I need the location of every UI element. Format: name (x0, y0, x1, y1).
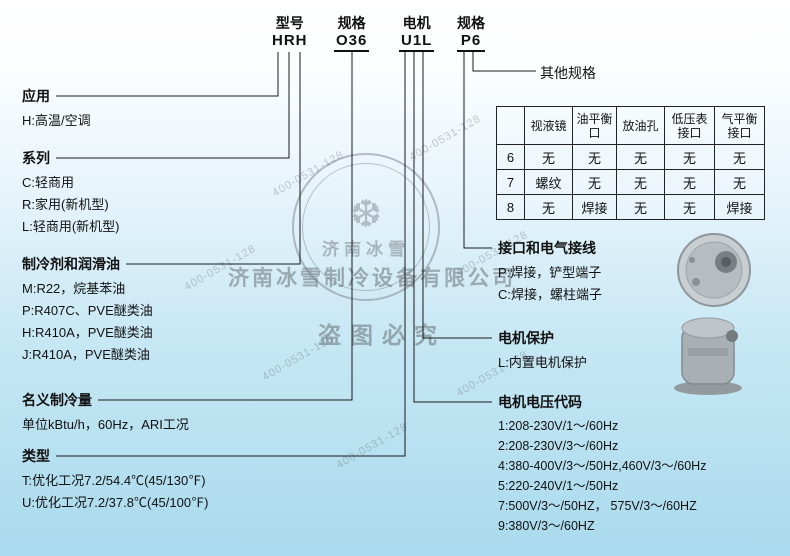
section-type: 类型 T:优化工况7.2/54.4℃(45/130℉) U:优化工况7.2/37… (22, 448, 208, 514)
section-item: 2:208-230V/3～/60Hz (498, 439, 619, 453)
leader-connection (463, 52, 492, 249)
section-item: P:焊接，铲型端子 (498, 265, 602, 280)
spec-cell: 无 (664, 144, 715, 170)
company-watermark: 济南冰雪制冷设备有限公司 (228, 267, 516, 290)
spec-row-code: 7 (496, 169, 525, 195)
code-label: 型号 (275, 15, 304, 31)
section-item: P:R407C、PVE醚类油 (22, 303, 153, 318)
section-item: 9:380V/3～/60HZ (498, 519, 595, 533)
section-refrigerant: 制冷剂和润滑油 M:R22，烷基苯油 P:R407C、PVE醚类油 H:R410… (22, 256, 153, 366)
spec-col-header (496, 106, 525, 145)
section-title: 接口和电气接线 (498, 240, 596, 256)
section-item: M:R22，烷基苯油 (22, 281, 126, 296)
code-value: U1L (399, 32, 435, 52)
section-title: 名义制冷量 (22, 392, 92, 408)
spec-cell: 焊接 (714, 194, 765, 220)
section-capacity: 名义制冷量 单位kBtu/h，60Hz，ARI工况 (22, 392, 189, 436)
section-title: 应用 (22, 88, 50, 104)
code-group-spec2: 规格 P6 (457, 15, 485, 52)
spec-cell: 无 (616, 169, 665, 195)
spec-cell: 无 (664, 169, 715, 195)
code-value: O36 (334, 32, 370, 52)
section-item: C:轻商用 (22, 175, 75, 190)
spec-table-row: 6 无 无 无 无 无 (496, 144, 765, 170)
section-series: 系列 C:轻商用 R:家用(新机型) L:轻商用(新机型) (22, 150, 120, 238)
spec-cell: 无 (616, 194, 665, 220)
section-title: 类型 (22, 448, 50, 464)
spec-cell: 无 (714, 169, 765, 195)
section-item: 4:380-400V/3～/50Hz,460V/3～/60Hz (498, 459, 707, 473)
phone-watermark: 400-0531-128 (407, 112, 484, 164)
code-value: HRH (272, 32, 308, 49)
section-item: L:内置电机保护 (498, 355, 587, 370)
section-connection: 接口和电气接线 P:焊接，铲型端子 C:焊接，螺柱端子 (498, 240, 602, 306)
code-label: 规格 (337, 15, 366, 31)
spec-row-code: 8 (496, 194, 525, 220)
code-label: 规格 (457, 15, 485, 31)
code-group-spec1: 规格 O36 (334, 15, 370, 52)
code-label: 电机 (402, 15, 431, 31)
section-title: 电机保护 (498, 330, 554, 346)
section-item: 5:220-240V/1～/50Hz (498, 479, 619, 493)
spec-cell: 无 (714, 144, 765, 170)
leader-other-spec (472, 52, 536, 72)
spec-cell: 无 (616, 144, 665, 170)
section-item: T:优化工况7.2/54.4℃(45/130℉) (22, 473, 206, 488)
section-item: H:R410A，PVE醚类油 (22, 325, 153, 340)
stamp-text: 济南冰雪 (322, 239, 410, 259)
section-item: R:家用(新机型) (22, 197, 109, 212)
spec-table-header-row: 视液镜 油平衡口 放油孔 低压表接口 气平衡接口 (496, 106, 765, 145)
section-item: 7:500V/3～/50HZ， 575V/3～/60HZ (498, 499, 697, 513)
spec-row-code: 6 (496, 144, 525, 170)
spec-col-header: 低压表接口 (664, 106, 715, 145)
section-item: 单位kBtu/h，60Hz，ARI工况 (22, 417, 189, 432)
spec-col-header: 放油孔 (616, 106, 665, 145)
other-spec-label: 其他规格 (540, 65, 596, 81)
other-spec-table: 视液镜 油平衡口 放油孔 低压表接口 气平衡接口 6 无 无 无 无 无 7 螺… (496, 106, 765, 220)
spec-table-row: 8 无 焊接 无 无 焊接 (496, 194, 765, 220)
spec-cell: 无 (664, 194, 715, 220)
section-item: L:轻商用(新机型) (22, 219, 120, 234)
spec-col-header: 气平衡接口 (714, 106, 765, 145)
code-group-model: 型号 HRH (270, 15, 310, 50)
section-item: H:高温/空调 (22, 113, 91, 128)
section-title: 制冷剂和润滑油 (22, 256, 120, 272)
spec-cell: 无 (524, 194, 573, 220)
compressor-photo (674, 233, 751, 395)
snowflake-icon: ❆ (350, 193, 382, 236)
section-item: J:R410A，PVE醚类油 (22, 347, 150, 362)
spec-cell: 无 (572, 169, 617, 195)
section-title: 电机电压代码 (498, 394, 582, 410)
section-application: 应用 H:高温/空调 (22, 88, 91, 132)
phone-watermark: 400-0531-128 (334, 420, 411, 472)
code-group-motor: 电机 U1L (399, 15, 435, 52)
leader-protection (422, 52, 492, 339)
leader-refrigerant (126, 52, 301, 265)
section-voltage: 电机电压代码 1:208-230V/1～/60Hz 2:208-230V/3～/… (498, 394, 706, 536)
section-item: C:焊接，螺柱端子 (498, 287, 603, 302)
spec-cell: 无 (524, 144, 573, 170)
warning-watermark: 盗图必究 (318, 322, 446, 348)
section-item: U:优化工况7.2/37.8℃(45/100℉) (22, 495, 209, 510)
spec-col-header: 油平衡口 (572, 106, 617, 145)
spec-cell: 焊接 (572, 194, 617, 220)
spec-cell: 螺纹 (524, 169, 573, 195)
section-protection: 电机保护 L:内置电机保护 (498, 330, 587, 374)
code-value: P6 (457, 32, 485, 52)
spec-cell: 无 (572, 144, 617, 170)
section-title: 系列 (22, 150, 50, 166)
section-item: 1:208-230V/1～/60Hz (498, 419, 619, 433)
spec-table-row: 7 螺纹 无 无 无 无 (496, 169, 765, 195)
spec-col-header: 视液镜 (524, 106, 573, 145)
leader-series (56, 52, 290, 159)
